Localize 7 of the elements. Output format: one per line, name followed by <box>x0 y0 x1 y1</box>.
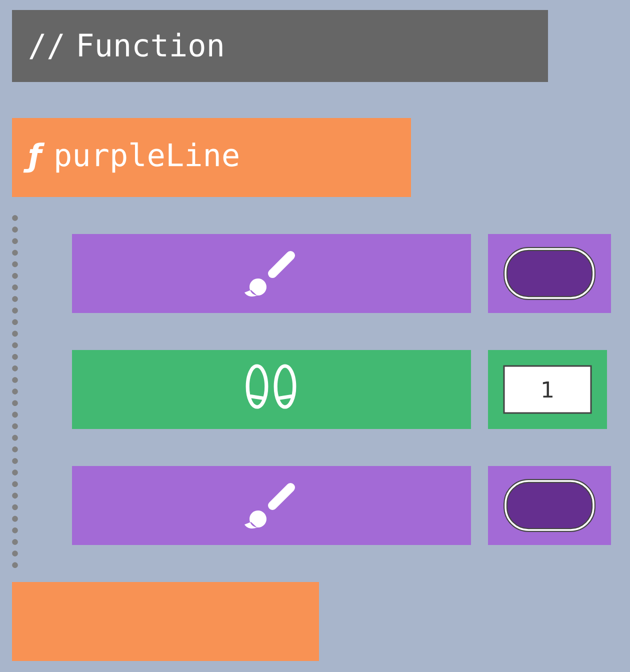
number-field: 1 <box>503 365 592 414</box>
end-block <box>12 582 319 661</box>
code-block <box>72 234 471 313</box>
comment-block: // Function <box>12 10 548 82</box>
function-block: ƒ purpleLine <box>12 118 411 197</box>
code-block <box>72 466 471 545</box>
code-block <box>72 350 471 429</box>
